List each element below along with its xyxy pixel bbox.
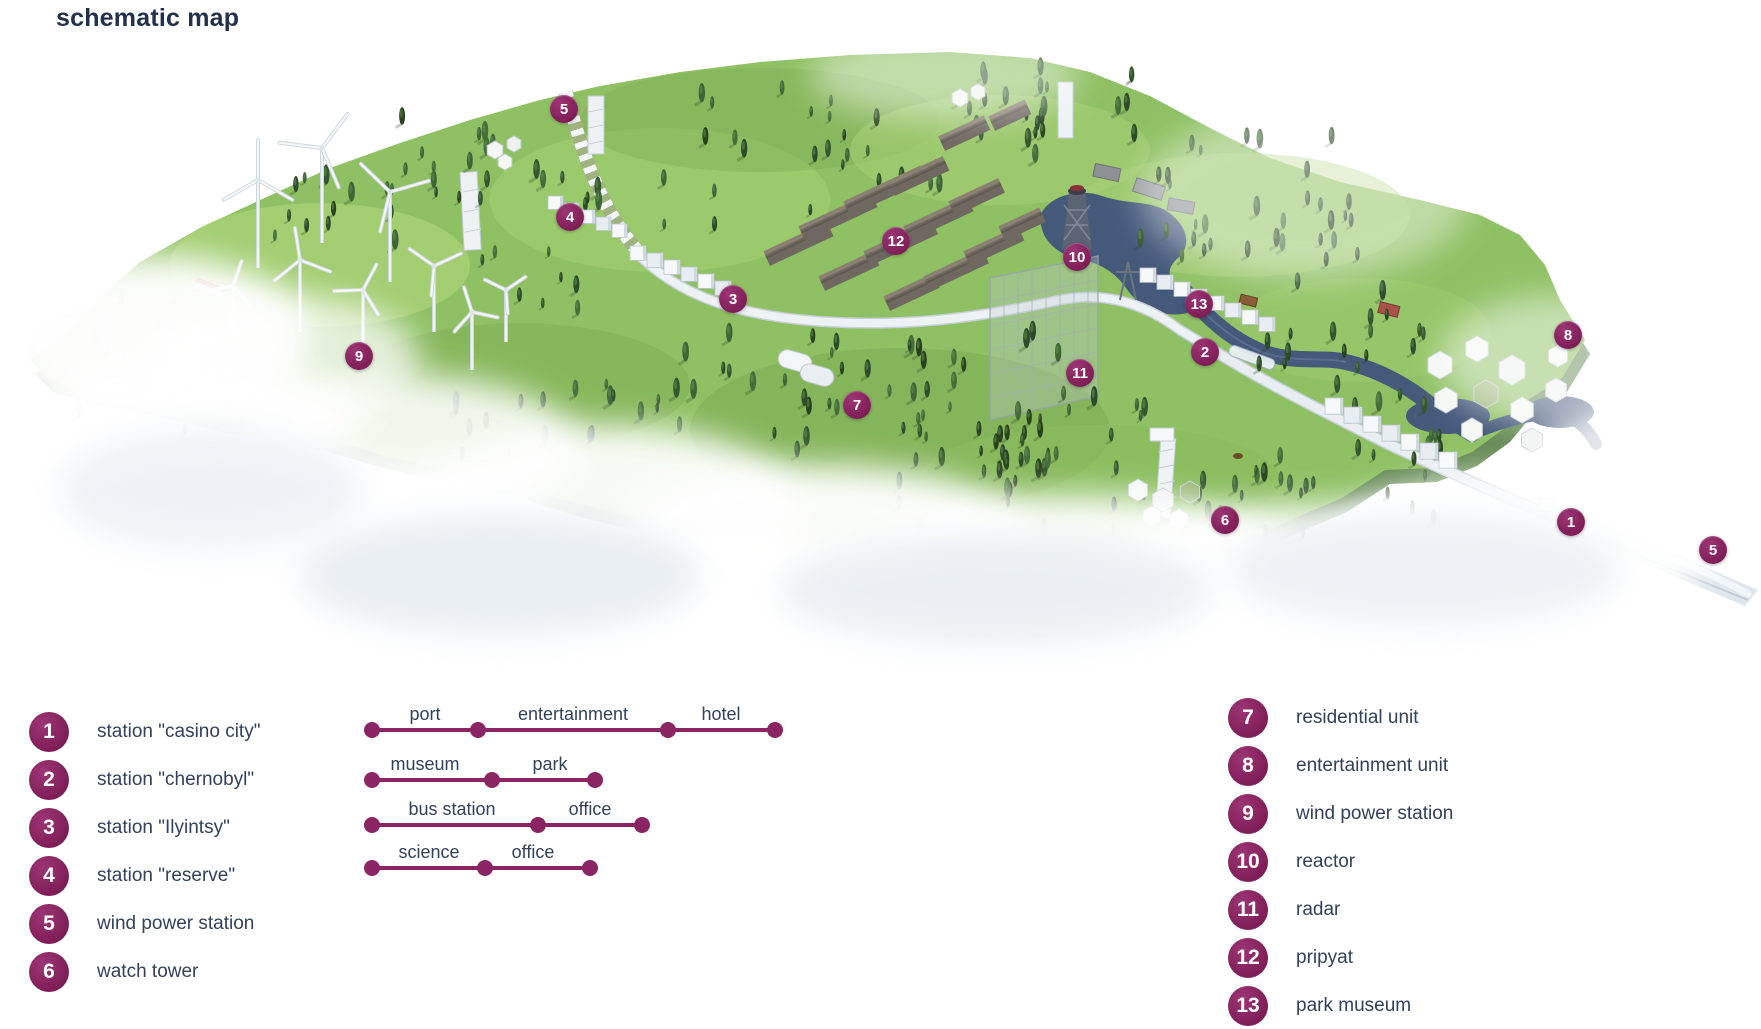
legend-item-label: radar [1296,899,1341,920]
map-marker-13: 13 [1185,290,1213,318]
map-marker-2: 2 [1191,338,1219,366]
page-title: schematic map [56,4,240,32]
legend-number-badge: 5 [29,904,69,944]
legend-item-label: park museum [1296,995,1412,1016]
route-label: office [569,799,612,819]
map-marker-5: 5 [550,95,578,123]
white-towers [459,81,1074,251]
legend-number-badge: 12 [1228,938,1268,978]
legend-left-column: 1 station "casino city" 2 station "chernoby… [29,712,260,992]
legend-number-badge: 11 [1228,890,1268,930]
map-marker-6: 6 [1211,506,1239,534]
route-label: port [409,704,440,724]
map-marker-3: 3 [719,285,747,313]
legend-right-column: 7 residential unit 8 entertainment unit 9 win… [1228,698,1453,1026]
legend-number-badge: 8 [1228,746,1268,786]
map-marker-9: 9 [345,342,373,370]
route-label: bus station [408,799,495,819]
legend-item-6: 6 watch tower [29,952,260,992]
route-stop-dot [470,722,486,738]
deer [1233,453,1243,459]
legend-item-8: 8 entertainment unit [1228,746,1453,786]
legend-item-7: 7 residential unit [1228,698,1453,738]
legend-number-badge: 3 [29,808,69,848]
route-label: hotel [701,704,740,724]
legend-number-badge: 9 [1228,794,1268,834]
reactor-tower [1062,185,1092,250]
legend-number-badge: 7 [1228,698,1268,738]
route-row-1: museum park [364,754,603,788]
legend-item-11: 11 radar [1228,890,1453,930]
legend-number-badge: 10 [1228,842,1268,882]
map-marker-1: 1 [1557,508,1585,536]
route-label: museum [390,754,459,774]
map-marker-4: 4 [556,203,584,231]
residential-huts [777,349,835,387]
legend-item-2: 2 station "chernobyl" [29,760,260,800]
route-row-0: port entertainment hotel [364,704,783,738]
legend-item-label: entertainment unit [1296,755,1449,776]
map-marker-8: 8 [1554,321,1582,349]
legend-item-label: station "casino city" [97,721,261,742]
legend-item-label: residential unit [1296,707,1419,728]
legend-item-label: watch tower [97,961,199,982]
route-stop-dot [530,817,546,833]
route-stop-dot [364,817,380,833]
legend-item-label: wind power station [97,913,255,934]
map-marker-7: 7 [843,391,871,419]
legend-item-label: wind power station [1296,803,1454,824]
legend-number-badge: 1 [29,712,69,752]
legend-item-label: reactor [1296,851,1356,872]
route-stop-dot [634,817,650,833]
legend-number-badge: 13 [1228,986,1268,1026]
map-marker-5: 5 [1699,536,1727,564]
legend-number-badge: 4 [29,856,69,896]
route-stop-dot [660,722,676,738]
route-label: park [532,754,568,774]
route-label: science [398,842,459,862]
legend-item-9: 9 wind power station [1228,794,1453,834]
route-stop-dot [364,772,380,788]
map-markers: 5 4 9 3 12 10 7 11 13 2 8 6 1 5 [345,95,1727,564]
map-illustration: 5 4 9 3 12 10 7 11 13 2 8 6 1 5 [30,52,1758,645]
route-diagram: port entertainment hotel museum park bus stat… [364,704,783,876]
legend-item-12: 12 pripyat [1228,938,1453,978]
legend-item-13: 13 park museum [1228,986,1453,1026]
legend-item-4: 4 station "reserve" [29,856,260,896]
map-marker-12: 12 [882,227,910,255]
route-stop-dot [582,860,598,876]
route-stop-dot [477,860,493,876]
legend-item-1: 1 station "casino city" [29,712,260,752]
legend-item-label: station "reserve" [97,865,236,886]
route-stop-dot [364,860,380,876]
route-stop-dot [484,772,500,788]
pylon [1116,261,1140,301]
route-row-2: bus station office [364,799,650,833]
legend-item-label: pripyat [1296,947,1354,968]
legend-item-label: station "chernobyl" [97,769,255,790]
map-marker-10: 10 [1063,243,1091,271]
route-stop-dot [767,722,783,738]
legend-item-label: station "Ilyintsy" [97,817,230,838]
legend-item-3: 3 station "Ilyintsy" [29,808,260,848]
map-marker-11: 11 [1066,359,1094,387]
route-label: office [512,842,555,862]
route-stop-dot [364,722,380,738]
route-stop-dot [587,772,603,788]
legend-number-badge: 2 [29,760,69,800]
legend-number-badge: 6 [29,952,69,992]
legend-item-5: 5 wind power station [29,904,260,944]
route-label: entertainment [518,704,628,724]
route-row-3: science office [364,842,598,876]
legend-item-10: 10 reactor [1228,842,1453,882]
